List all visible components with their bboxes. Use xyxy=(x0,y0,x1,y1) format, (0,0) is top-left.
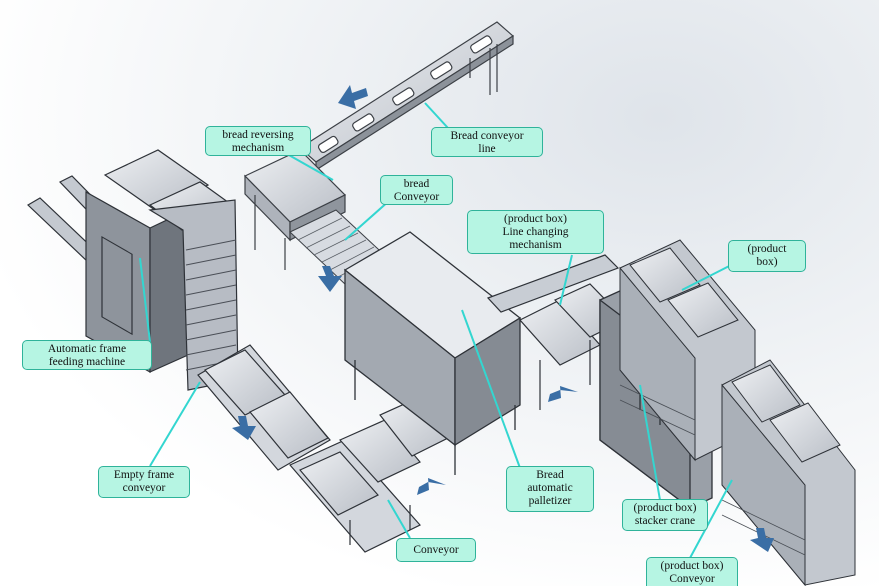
label-line-changing-mechanism: (product box) Line changing mechanism xyxy=(467,210,604,254)
label-product-box: (product box) xyxy=(728,240,806,272)
flow-arrows xyxy=(232,85,774,552)
label-bread-conveyor-line: Bread conveyor line xyxy=(431,127,543,157)
flow-arrow-line-change xyxy=(548,386,578,402)
flow-arrow-bread-line xyxy=(338,85,368,109)
label-bread-automatic-palletizer: Bread automatic palletizer xyxy=(506,466,594,512)
automatic-frame-feeding-machine-body xyxy=(27,149,239,391)
flow-arrow-product-box xyxy=(750,528,774,552)
label-product-box-conveyor: (product box) Conveyor xyxy=(646,557,738,586)
flow-arrow-conveyor xyxy=(417,478,446,495)
label-bread-reversing-mechanism: bread reversing mechanism xyxy=(205,126,311,156)
leader-lines xyxy=(139,102,746,559)
label-stacker-crane: (product box) stacker crane xyxy=(622,499,708,531)
label-automatic-frame-feeding: Automatic frame feeding machine xyxy=(22,340,152,370)
bread-conveyor-line-machine xyxy=(299,21,514,172)
flow-arrow-reversing xyxy=(318,266,342,292)
label-conveyor: Conveyor xyxy=(396,538,476,562)
product-box-stacks xyxy=(619,239,856,586)
flow-arrow-empty-frame xyxy=(232,416,256,440)
label-empty-frame-conveyor: Empty frame conveyor xyxy=(98,466,190,498)
label-bread-conveyor: bread Conveyor xyxy=(380,175,453,205)
bread-automatic-palletizer-machine xyxy=(343,231,522,475)
